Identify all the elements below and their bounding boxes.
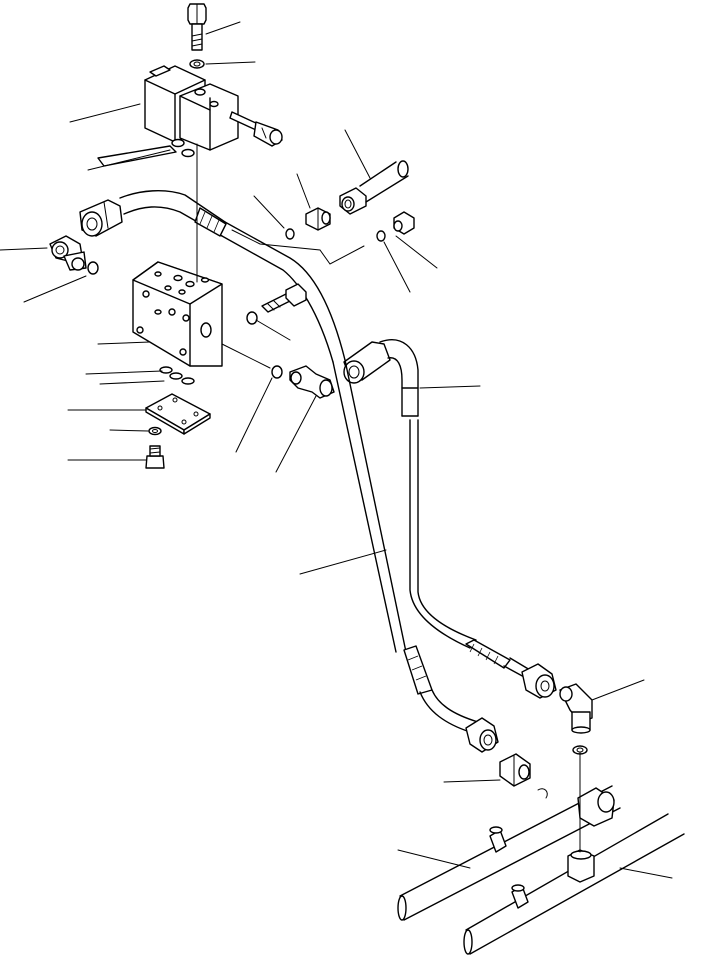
- solenoid-gasket: [97, 145, 177, 167]
- break-line: [231, 229, 365, 265]
- solenoid-valve: [144, 65, 283, 151]
- top-washer: [189, 59, 205, 69]
- plate-bolt: [145, 445, 165, 469]
- small-clip: [537, 788, 548, 799]
- lower-connector: [499, 753, 531, 787]
- lower-oring: [271, 365, 283, 379]
- solenoid-orings: [171, 138, 195, 158]
- top-bolt: [187, 3, 207, 51]
- hose-upper: [79, 190, 346, 363]
- side-bolt: [261, 283, 307, 313]
- side-bolt-washer: [246, 311, 258, 325]
- middle-elbow: [289, 365, 335, 399]
- left-elbow-fitting: [49, 235, 87, 271]
- center-line-oring: [221, 343, 271, 369]
- right-plug: [393, 211, 415, 235]
- pipe-upper: [397, 785, 621, 921]
- top-hose-end: [339, 160, 409, 215]
- hose-right: [343, 339, 557, 699]
- hose-long: [332, 359, 499, 753]
- cover-plate: [145, 393, 211, 435]
- pipe-lower: [463, 813, 685, 955]
- valve-block: [132, 261, 223, 367]
- left-oring: [87, 261, 99, 275]
- leader-lines: [0, 21, 673, 879]
- right-elbow: [559, 683, 593, 734]
- center-oring: [285, 228, 295, 240]
- center-connector: [305, 207, 331, 231]
- right-oring: [376, 230, 386, 242]
- plate-washer: [148, 426, 162, 436]
- block-orings: [159, 366, 195, 385]
